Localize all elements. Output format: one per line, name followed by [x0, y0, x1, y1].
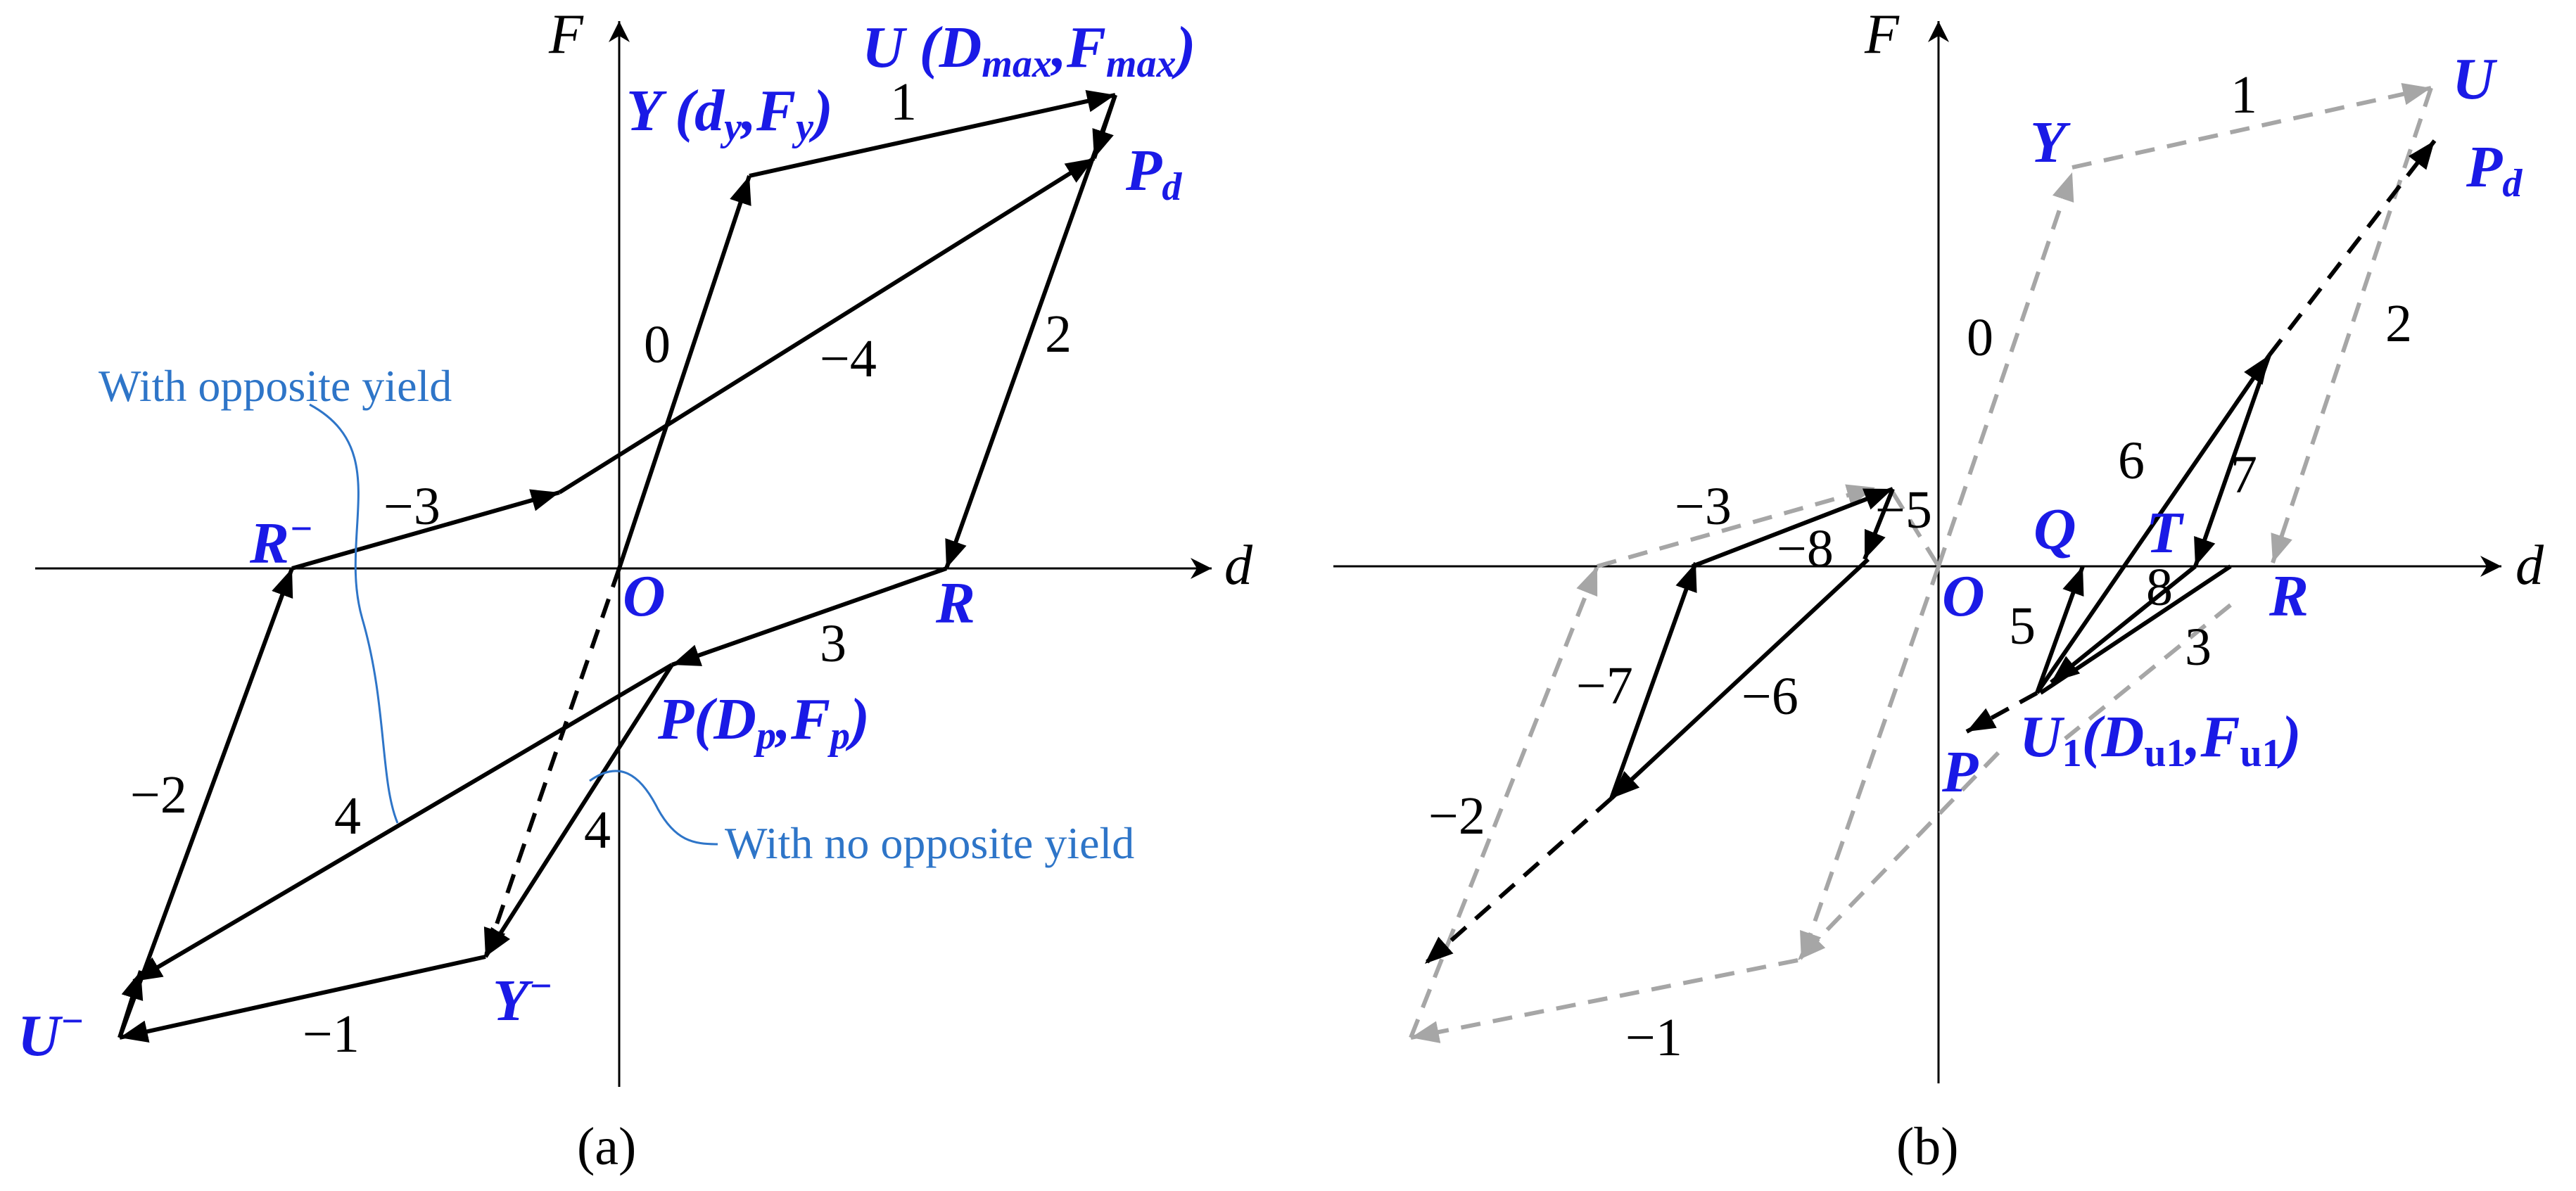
branch-label-0-b: 0 [1967, 308, 1993, 367]
branch-m5-b [1863, 488, 1895, 561]
branch-5-b [2035, 565, 2085, 694]
branch-label-0-a: 0 [644, 315, 671, 374]
env-m2-b [1409, 565, 1599, 1039]
branch-0-a [617, 175, 751, 569]
env-m1-b [1410, 958, 1798, 1043]
note-curve-opposite [309, 403, 399, 824]
branch-4a-a [132, 663, 673, 983]
point-label-y-a: Y (dy,Fy) [626, 78, 833, 149]
branch-label-1-a: 1 [890, 72, 917, 132]
branch-1-a [749, 90, 1116, 178]
branch-m8-b [1609, 557, 1870, 801]
point-label-y-minus-a: Y− [493, 964, 552, 1033]
note-opposite-yield: With opposite yield [99, 361, 452, 411]
point-label-r-b: R [2269, 563, 2309, 629]
point-label-pd-a: Pd [1125, 138, 1182, 209]
branch-label-4b-a: 4 [584, 801, 611, 860]
point-label-u1-b: U1(Du1,Fu1) [2019, 704, 2302, 775]
axis-label-f-b: F [1864, 4, 1900, 65]
env-4-b [1796, 751, 2000, 962]
env-0-b [1936, 172, 2074, 567]
panel-a: F d With opposite yield With no opposite… [18, 4, 1253, 1176]
paths-b [1423, 139, 2437, 966]
branch-8-b [2050, 564, 2197, 684]
branch-label-m2-a: −2 [130, 765, 187, 824]
env-m3-b [1597, 484, 1876, 568]
axis-label-d-b: d [2515, 535, 2544, 597]
branch-p-dashed-b [1965, 691, 2038, 734]
point-label-t-b: T [2146, 500, 2185, 566]
branch-m2a-a [118, 970, 144, 1038]
point-label-p-b: P [1941, 739, 1979, 805]
branch-m1-a [119, 955, 486, 1043]
env-1-b [2071, 83, 2432, 170]
branch-label-7-b: 7 [2231, 445, 2257, 504]
env-low-b [1799, 566, 1941, 961]
branch-label-5-b: 5 [2009, 597, 2036, 656]
branch-label-m1-b: −1 [1625, 1008, 1682, 1067]
branch-2-a [944, 94, 1117, 570]
point-label-q-b: Q [2033, 497, 2076, 562]
branch-label-m1-a: −1 [303, 1005, 360, 1064]
branch-label-m5-b: −5 [1875, 480, 1932, 540]
branch-3-b [2039, 564, 2232, 695]
branch-label-1-b: 1 [2231, 65, 2257, 125]
branch-6-b [2035, 354, 2271, 694]
point-label-o-b: O [1942, 563, 1985, 629]
branch-label-4a-a: 4 [334, 786, 361, 846]
branch-label-2-a: 2 [1045, 305, 1072, 364]
point-label-u-a: U (Dmax,Fmax) [862, 15, 1195, 86]
branch-label-m3-a: −3 [383, 477, 440, 536]
branch-3-a [671, 566, 947, 667]
panel-b: F d [1333, 4, 2544, 1176]
branch-4b-a [483, 663, 674, 958]
branch-m3-b [1691, 487, 1894, 568]
point-label-r-minus-a: R− [249, 507, 313, 576]
branch-2a-a [1092, 94, 1117, 159]
paths-a [118, 90, 1117, 1043]
branch-label-2-b: 2 [2385, 294, 2412, 353]
branch-label-m7-b: −7 [1576, 656, 1633, 715]
branch-m6-b [1423, 796, 1613, 966]
branch-label-m8-b: −8 [1777, 519, 1834, 578]
env-mid-b [1891, 491, 1941, 568]
branch-label-3-a: 3 [820, 614, 846, 673]
point-label-u-minus-a: U− [18, 1000, 84, 1069]
branch-m7-b [1609, 561, 1698, 800]
point-label-pd-b: Pd [2466, 134, 2523, 205]
branch-m4-a [558, 156, 1096, 495]
point-label-o-a: O [623, 563, 666, 629]
caption-a: (a) [577, 1117, 636, 1176]
branch-label-6-b: 6 [2118, 431, 2145, 490]
branch-label-3-b: 3 [2185, 618, 2212, 677]
point-label-y-b: Y [2030, 110, 2071, 175]
axis-label-f-a: F [548, 4, 584, 65]
branch-label-m2-b: −2 [1428, 786, 1485, 846]
branch-label-8-b: 8 [2146, 558, 2173, 617]
branch-label-m4-a: −4 [820, 329, 877, 388]
branch-label-m6-b: −6 [1741, 667, 1798, 726]
point-label-r-a: R [935, 571, 975, 636]
branch-m3-a [291, 489, 560, 571]
branch-pd-dashed-b [2267, 139, 2437, 357]
axis-label-d-a: d [1224, 535, 1253, 597]
point-label-p-a: P(Dp,Fp) [657, 687, 870, 758]
note-curve-no-opposite [589, 770, 718, 846]
branch-dashed-a [483, 568, 621, 957]
note-no-opposite-yield: With no opposite yield [725, 818, 1134, 868]
branch-label-m3-b: −3 [1675, 477, 1732, 536]
envelope-b [1409, 83, 2433, 1043]
env-3-b [2064, 603, 2232, 741]
caption-b: (b) [1896, 1117, 1959, 1176]
point-label-u-b: U [2452, 46, 2498, 112]
env-2-b [2271, 87, 2433, 563]
branch-7-b [2193, 355, 2271, 567]
